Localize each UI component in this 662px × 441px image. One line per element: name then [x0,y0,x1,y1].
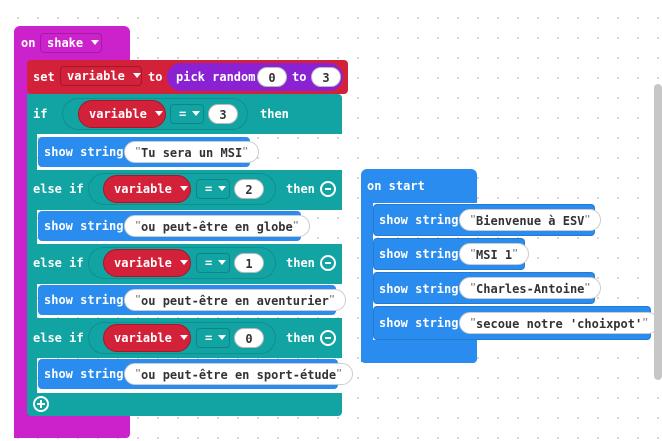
remove-branch-icon[interactable] [320,330,336,346]
string-input[interactable]: "ou peut-être en aventurier" [124,289,346,311]
random-to-label: to [292,70,307,84]
on-start-hat[interactable] [361,169,477,203]
compare-value-input[interactable]: 2 [234,179,264,199]
to-label: to [148,70,163,84]
compare-value-input[interactable]: 3 [208,104,238,124]
chevron-down-icon [218,186,227,191]
show-string-label: show string [44,145,124,159]
chevron-down-icon [179,335,188,340]
operator-dropdown[interactable]: = [196,253,230,273]
compare-value-input[interactable]: 1 [234,253,264,273]
show-string-label: show string [379,213,459,227]
on-start-body[interactable] [361,200,373,362]
on-shake-body[interactable] [14,58,30,438]
else-if-label: else if [33,182,84,196]
then-label: then [260,107,289,121]
else-if-label: else if [33,256,84,270]
on-start-label: on start [367,179,425,193]
if-block-end[interactable] [27,393,342,416]
string-input[interactable]: "Charles-Antoine" [459,277,602,299]
variable-reporter[interactable]: variable [103,175,191,203]
chevron-down-icon [218,335,227,340]
chevron-down-icon [91,40,100,45]
variable-reporter[interactable]: variable [103,324,191,352]
remove-branch-icon[interactable] [320,181,336,197]
operator-dropdown[interactable]: = [170,104,204,124]
chevron-down-icon [132,73,141,78]
show-string-label: show string [44,367,124,381]
operator-dropdown[interactable]: = [196,328,230,348]
string-input[interactable]: "Bienvenue à ESV" [459,209,602,231]
show-string-label: show string [379,282,459,296]
then-label: then [286,331,315,345]
then-label: then [286,182,315,196]
random-min-input[interactable]: 0 [257,67,287,87]
random-max-input[interactable]: 3 [311,67,341,87]
chevron-down-icon [179,186,188,191]
else-if-label: else if [33,331,84,345]
string-input[interactable]: "Tu sera un MSI" [124,141,260,163]
on-shake-footer[interactable] [14,414,130,438]
set-label: set [33,70,55,84]
on-label: on [21,36,36,50]
chevron-down-icon [179,260,188,265]
chevron-down-icon [192,111,201,116]
string-input[interactable]: "MSI 1" [459,243,530,265]
variable-dropdown[interactable]: variable [60,66,142,86]
compare-value-input[interactable]: 0 [234,328,264,348]
string-input[interactable]: "ou peut-être en globe" [124,215,310,237]
show-string-label: show string [379,316,459,330]
show-string-label: show string [44,293,124,307]
on-start-footer[interactable] [361,340,477,363]
string-input[interactable]: "secoue notre 'choixpot'" [459,312,660,334]
chevron-down-icon [154,111,163,116]
remove-branch-icon[interactable] [320,255,336,271]
chevron-down-icon [218,260,227,265]
if-label: if [33,107,48,121]
gesture-dropdown[interactable]: shake [40,33,102,53]
operator-dropdown[interactable]: = [196,179,230,199]
variable-reporter[interactable]: variable [103,249,191,277]
then-label: then [286,256,315,270]
pick-random-label: pick random [176,70,256,84]
show-string-label: show string [379,247,459,261]
add-branch-icon[interactable] [33,396,49,412]
variable-reporter[interactable]: variable [78,100,166,128]
show-string-label: show string [44,219,124,233]
workspace-scrollbar[interactable] [654,84,662,380]
string-input[interactable]: "ou peut-être en sport-étude" [124,363,354,385]
